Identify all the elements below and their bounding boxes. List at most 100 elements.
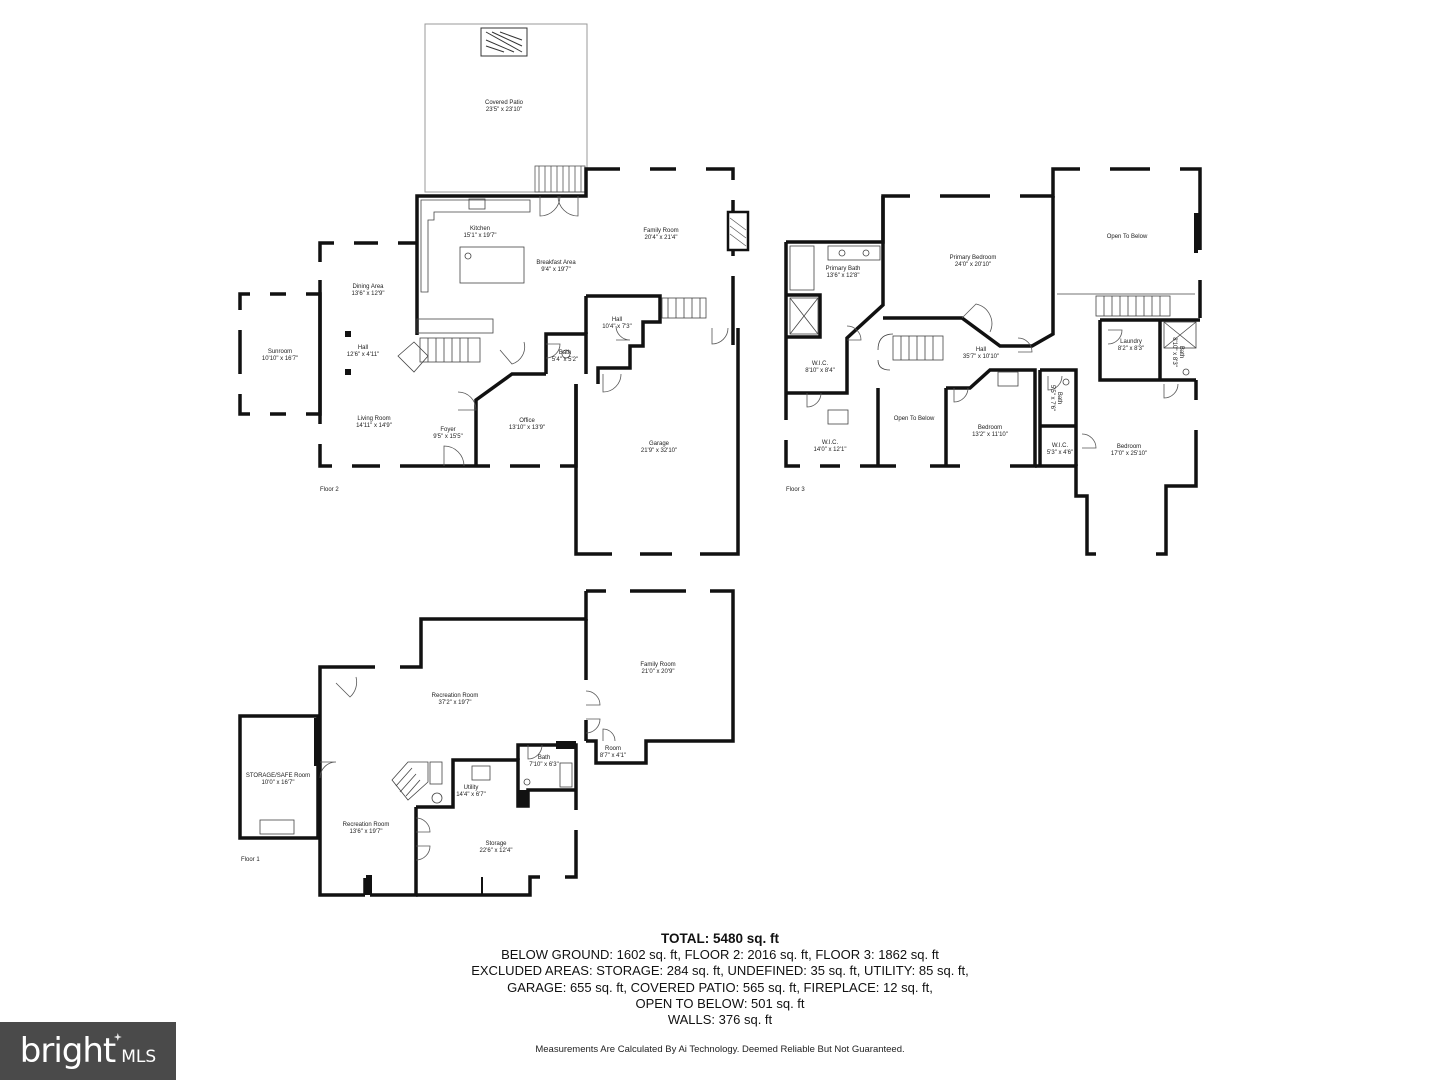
room-dims: 7'10" x 6'3"	[529, 762, 559, 768]
summary-line: OPEN TO BELOW: 501 sq. ft	[635, 995, 805, 1011]
summary-line: BELOW GROUND: 1602 sq. ft, FLOOR 2: 2016…	[501, 947, 939, 963]
summary-line: WALLS: 376 sq. ft	[667, 1012, 773, 1028]
room-name: W.I.C.	[822, 440, 839, 446]
room-name: Bath	[1178, 346, 1184, 358]
room-name: Dining Area	[352, 284, 384, 290]
room-name: Utility	[464, 785, 479, 791]
room-dims: 21'0" x 20'9"	[642, 669, 675, 675]
room-dims: 8'10" x 8'3"	[1171, 337, 1177, 367]
room-name: Primary Bedroom	[950, 255, 997, 261]
room-name: Bedroom	[1117, 444, 1141, 450]
room-dims: 8'10" x 8'4"	[805, 368, 835, 374]
room-name: Foyer	[440, 427, 455, 433]
room-dims: 10'10" x 16'7"	[262, 356, 298, 362]
room-name: Hall	[612, 317, 622, 323]
room-name: Primary Bath	[826, 266, 861, 272]
floor-2-windows	[238, 167, 735, 556]
star-icon	[113, 1033, 122, 1041]
room-dims: 23'5" x 23'10"	[486, 107, 522, 113]
room-dims: 21'9" x 32'10"	[641, 448, 677, 454]
room-name: W.I.C.	[812, 361, 829, 367]
room-dims: 9'4" x 19'7"	[541, 267, 571, 273]
room-name: Sunroom	[268, 349, 292, 355]
rotated-bath-label-2: Bath 5'5" x 7'6"	[1049, 385, 1062, 411]
floor-3-walls	[784, 167, 1202, 556]
room-dims: 8'7" x 4'1"	[600, 753, 626, 759]
floor-2-posts	[345, 331, 351, 375]
room-name: Storage	[485, 841, 507, 847]
room-name: STORAGE/SAFE Room	[246, 773, 310, 779]
room-name: Family Room	[640, 662, 675, 668]
fireplace-floor2	[726, 210, 750, 252]
room-dims: 5'3" x 4'6"	[1047, 450, 1073, 456]
room-name: W.I.C.	[1052, 443, 1069, 449]
total-area: TOTAL: 5480 sq. ft	[660, 931, 780, 946]
floor-3-doors	[806, 303, 1179, 449]
room-name: Office	[519, 418, 535, 424]
floor-1-walls	[238, 589, 735, 897]
room-name: Kitchen	[470, 226, 490, 232]
room-dims: 15'1" x 19'7"	[464, 233, 497, 239]
room-name: Recreation Room	[432, 693, 479, 699]
island-sink	[464, 252, 472, 260]
covered-patio-outline	[424, 23, 588, 193]
room-name: Garage	[649, 441, 670, 447]
rotated-bath-label: Bath 8'10" x 8'3"	[1171, 337, 1184, 367]
room-name: Covered Patio	[485, 100, 524, 106]
kitchen-fixtures	[416, 198, 531, 334]
patio-steps	[534, 165, 586, 193]
room-dims: 9'5" x 15'5"	[433, 434, 463, 440]
room-dims: 35'7" x 10'10"	[963, 354, 999, 360]
room-dims: 8'2" x 8'3"	[1118, 346, 1144, 352]
room-name: Open To Below	[1107, 234, 1148, 240]
floor-label: Floor 1	[241, 857, 260, 863]
bath-sink	[561, 349, 571, 359]
floor-1-fixtures	[259, 761, 573, 835]
room-dims: 24'0" x 20'10"	[955, 262, 991, 268]
room-name: Breakfast Area	[536, 260, 576, 266]
brand-logo-box: bright MLS	[20, 1031, 156, 1071]
disclaimer: Measurements Are Calculated By Ai Techno…	[535, 1044, 905, 1055]
fireplace-outdoor	[480, 27, 528, 57]
fireplace-hatch	[729, 217, 747, 247]
room-dims: 13'2" x 11'10"	[972, 432, 1008, 438]
room-dims: 12'6" x 4'11"	[347, 352, 379, 358]
room-dims: 37'2" x 19'7"	[439, 700, 472, 706]
room-name: Open To Below	[894, 416, 935, 422]
floor-2-doors	[443, 195, 729, 467]
room-dims: 14'4" x 6'7"	[456, 792, 486, 798]
room-dims: 14'0" x 12'1"	[814, 447, 847, 453]
summary-line: EXCLUDED AREAS: STORAGE: 284 sq. ft, UND…	[471, 963, 969, 979]
room-name: Bedroom	[978, 425, 1002, 431]
room-dims: 5'5" x 7'6"	[1049, 385, 1055, 411]
fireplace-floor3	[1194, 213, 1200, 253]
room-dims: 22'6" x 12'4"	[480, 848, 513, 854]
summary-line: GARAGE: 655 sq. ft, COVERED PATIO: 565 s…	[507, 979, 933, 995]
room-dims: 13'6" x 12'8"	[827, 273, 860, 279]
brand-logo: bright MLS	[0, 1022, 176, 1080]
floor-2-plan: Covered Patio 23'5" x 23'10" Kitchen 15'…	[238, 23, 750, 556]
room-name: Family Room	[643, 228, 678, 234]
room-name: Bath	[538, 755, 550, 761]
floor-3-windows	[784, 167, 1202, 556]
room-name: Bath	[1056, 392, 1062, 404]
room-name: Living Room	[357, 416, 390, 422]
floor-1-heavy-walls	[314, 718, 576, 895]
room-name: Hall	[976, 347, 986, 353]
floor-2-stairs	[397, 297, 707, 373]
room-dims: 17'0" x 25'10"	[1111, 451, 1147, 457]
floor-3-plan: Primary Bath 13'6" x 12'8" Primary Bedro…	[784, 167, 1202, 556]
room-name: Hall	[358, 345, 368, 351]
room-dims: 13'10" x 13'9"	[509, 425, 545, 431]
room-dims: 5'4" x 5'2"	[552, 357, 578, 363]
brand-word: bright	[19, 1031, 116, 1071]
floor-1-doors	[319, 676, 616, 861]
room-name: Bath	[559, 350, 571, 356]
floor-1-plan: Family Room 21'0" x 20'9" Recreation Roo…	[238, 589, 735, 897]
floor-label: Floor 3	[786, 487, 805, 493]
floor-3-fixtures	[789, 245, 1197, 425]
room-dims: 10'0" x 16'7"	[262, 780, 295, 786]
room-dims: 14'11" x 14'9"	[356, 423, 392, 429]
room-dims: 10'4" x 7'3"	[602, 324, 632, 330]
